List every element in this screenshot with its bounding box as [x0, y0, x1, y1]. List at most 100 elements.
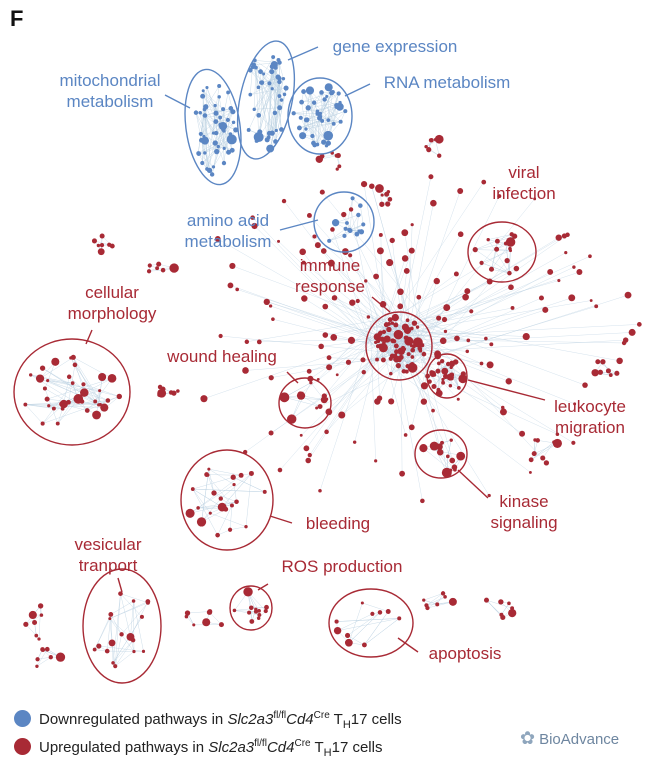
network-node: [319, 153, 325, 159]
network-node: [116, 393, 122, 400]
legend-up-text: Upregulated pathways in: [39, 739, 209, 756]
network-node: [335, 167, 339, 171]
network-node: [147, 263, 152, 268]
network-node: [265, 299, 269, 303]
network-node: [338, 119, 343, 124]
leader-line-wound: [286, 371, 299, 384]
network-node: [358, 229, 365, 235]
network-node: [330, 90, 335, 94]
network-node: [72, 362, 78, 368]
network-node: [204, 472, 210, 477]
network-node: [202, 113, 208, 118]
network-nodes: [23, 55, 642, 669]
network-node: [303, 445, 310, 452]
network-node: [214, 130, 219, 136]
network-node: [416, 294, 422, 300]
network-node: [393, 322, 399, 328]
network-node: [326, 355, 332, 361]
network-node: [111, 661, 115, 665]
network-node: [256, 339, 262, 345]
network-node: [232, 608, 237, 613]
network-node: [218, 122, 223, 128]
network-node: [432, 373, 437, 377]
network-node: [595, 359, 601, 365]
network-node: [196, 517, 207, 527]
network-node: [420, 398, 428, 405]
network-node: [222, 129, 226, 133]
network-node: [484, 336, 488, 341]
network-node: [323, 130, 334, 141]
legend-item-upregulated: Upregulated pathways in Slc2a3fl/flCd4Cr…: [14, 738, 574, 759]
network-node: [246, 128, 251, 132]
network-node: [157, 384, 163, 390]
legend-up-post: 17 cells: [331, 739, 383, 756]
network-node: [97, 403, 101, 407]
network-node: [228, 105, 234, 111]
cluster-label-morph: cellular: [85, 283, 139, 302]
network-node: [42, 386, 47, 391]
network-node: [254, 607, 258, 611]
network-node: [244, 339, 250, 344]
leader-line-ros: [257, 583, 269, 591]
leader-line-bleeding: [269, 515, 293, 524]
cluster-outline-gene: [236, 40, 296, 160]
network-node: [193, 110, 199, 115]
network-node: [576, 269, 583, 276]
network-node: [454, 335, 460, 342]
network-node: [279, 98, 284, 102]
network-node: [277, 60, 282, 65]
network-node: [304, 127, 308, 131]
network-node: [213, 103, 217, 108]
network-node: [381, 329, 387, 335]
network-node: [263, 609, 268, 614]
network-node: [170, 264, 175, 270]
network-node: [104, 648, 110, 654]
network-node: [439, 337, 447, 345]
network-node: [319, 189, 325, 195]
network-node: [345, 221, 349, 225]
network-node: [218, 622, 224, 628]
network-node: [200, 395, 208, 403]
network-node: [433, 138, 438, 142]
network-node: [327, 238, 332, 243]
network-node: [47, 404, 51, 408]
network-node: [91, 238, 97, 244]
network-node: [345, 359, 352, 365]
network-node: [591, 369, 599, 377]
network-node: [464, 288, 471, 295]
network-node: [436, 315, 442, 321]
network-node: [460, 371, 466, 377]
network-node: [232, 482, 236, 487]
network-node: [333, 626, 342, 635]
network-node: [266, 144, 275, 153]
network-node: [202, 107, 207, 112]
network-node: [109, 243, 115, 249]
network-node: [360, 357, 366, 363]
network-node: [331, 295, 338, 301]
network-node: [274, 128, 278, 133]
network-node: [330, 334, 338, 341]
network-node: [395, 331, 401, 337]
network-node: [555, 432, 560, 437]
network-node: [449, 468, 453, 472]
network-node: [500, 614, 506, 620]
network-edges: [25, 56, 640, 667]
network-node: [269, 63, 275, 70]
network-node: [225, 117, 230, 123]
network-node: [456, 397, 460, 401]
network-node: [331, 219, 340, 227]
network-node: [348, 207, 354, 212]
network-node: [198, 131, 203, 136]
network-node: [55, 652, 66, 662]
network-node: [254, 139, 259, 143]
network-node: [271, 317, 275, 321]
network-node: [51, 357, 60, 366]
network-node: [336, 91, 341, 96]
network-node: [80, 388, 89, 397]
network-node: [44, 646, 50, 652]
network-node: [305, 105, 311, 111]
network-node: [277, 79, 282, 85]
cluster-label-mito: metabolism: [67, 92, 154, 111]
network-node: [99, 233, 105, 239]
network-node: [377, 331, 383, 337]
